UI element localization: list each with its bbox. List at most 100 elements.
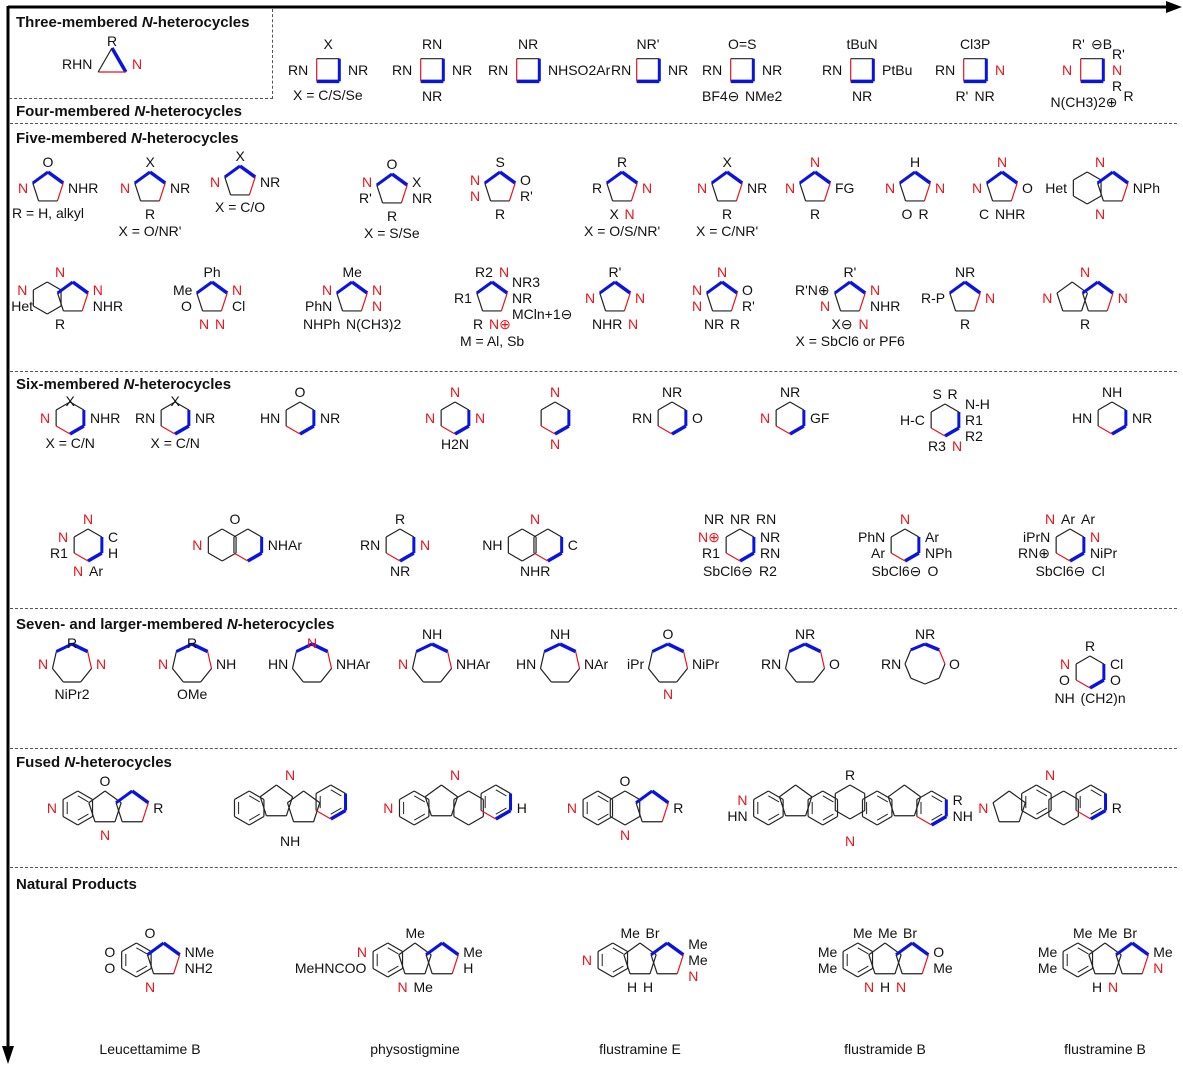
atom-label: H (910, 154, 921, 170)
formed-bond (173, 954, 181, 974)
atom-label: PtBu (882, 62, 913, 78)
atom-label: N (285, 767, 296, 783)
highlighted-bond (1089, 808, 1107, 821)
bond (540, 401, 556, 411)
formed-bond (285, 425, 301, 435)
double-bond (413, 813, 426, 821)
atom-label: N (158, 656, 169, 672)
highlighted-bond (605, 170, 623, 185)
atom-label: Ar (1081, 511, 1095, 527)
bond (399, 790, 415, 801)
atom-label: N (585, 290, 596, 306)
natural-product-name: flustramide B (844, 1041, 926, 1057)
atom-label: X (145, 154, 155, 170)
atom-label: NR (747, 180, 768, 196)
structure-drawing (1097, 401, 1128, 436)
formed-bond (923, 182, 931, 202)
atom-label: X⊖ (831, 316, 853, 332)
bond (904, 528, 920, 538)
bond (440, 668, 452, 683)
formed-bond (141, 802, 149, 822)
compound-caption: R = H, alkyl (12, 205, 84, 221)
atom-label: N (1090, 529, 1101, 545)
formed-bond (1055, 552, 1071, 562)
double-bond (495, 789, 507, 797)
atom-label: NR (390, 563, 411, 579)
double-bond (77, 795, 89, 803)
bond (453, 815, 469, 826)
double-bond (1077, 965, 1089, 973)
bond (454, 401, 470, 411)
highlighted-bond (666, 941, 685, 957)
bond (286, 802, 295, 822)
atom-label: Me (1037, 944, 1058, 960)
bond (1073, 171, 1088, 181)
section-title-natural-products: Natural Products (16, 876, 137, 893)
double-bond (612, 947, 624, 955)
bond (554, 401, 570, 411)
bond (399, 815, 415, 826)
atom-label: O (42, 154, 54, 170)
double-bond (597, 795, 609, 803)
highlighted-bond (498, 170, 517, 185)
double-bond (1036, 789, 1048, 797)
bond (62, 815, 79, 826)
bond (784, 651, 790, 669)
atom-label: X (722, 154, 732, 170)
bond (376, 184, 384, 204)
double-bond (931, 813, 943, 821)
atom-label: RN (488, 62, 509, 78)
bond (508, 552, 523, 562)
highlighted-bond (635, 789, 654, 804)
structure-drawing (97, 47, 128, 73)
atom-label: C (108, 529, 119, 545)
bond (33, 305, 48, 315)
atom-label: NiPr (692, 656, 720, 672)
structure-drawing (55, 401, 86, 436)
atom-label: R' (520, 188, 533, 204)
highlighted-bond (175, 642, 193, 653)
formed-bond (657, 425, 673, 435)
bond (597, 967, 614, 978)
atom-label: NH (1054, 690, 1075, 706)
atom-label: NR (704, 511, 725, 527)
formed-bond (451, 954, 459, 974)
atom-label: N (192, 537, 203, 553)
structure-drawing (775, 401, 806, 436)
atom-label: NAr (584, 656, 609, 672)
double-bond (597, 813, 609, 821)
formed-bond (735, 182, 743, 202)
double-bond (876, 813, 889, 821)
atom-label: R'N⊕ (795, 282, 830, 298)
atom-label: O (927, 563, 939, 579)
atom-label: X (235, 148, 245, 164)
atom-label: N (215, 316, 226, 332)
formed-bond (575, 651, 581, 669)
structure-drawing (285, 401, 316, 436)
atom-label: N (58, 529, 69, 545)
atom-label: MCln+1⊖ (512, 306, 573, 322)
bond (931, 790, 947, 801)
highlighted-bond (848, 280, 867, 295)
bond (910, 677, 926, 685)
atom-label: NR (512, 290, 533, 306)
bond (1090, 784, 1106, 795)
bond (73, 528, 89, 538)
bond (894, 954, 902, 974)
formed-bond (683, 651, 689, 669)
highlighted-bond (56, 280, 74, 295)
atom-label: iPr (627, 656, 645, 672)
bond (612, 967, 628, 978)
highlighted-bond (948, 280, 966, 295)
atom-label: N (475, 410, 486, 426)
atom-label: R (722, 206, 733, 222)
atom-label: O (181, 298, 192, 314)
highlighted-bond (1089, 678, 1105, 690)
double-bond (931, 795, 943, 803)
bond (88, 790, 106, 804)
bond (944, 403, 960, 413)
highlighted-bond (904, 551, 920, 563)
highlighted-bond (798, 170, 816, 185)
highlighted-bond (490, 280, 509, 295)
atom-label: H (108, 545, 119, 561)
